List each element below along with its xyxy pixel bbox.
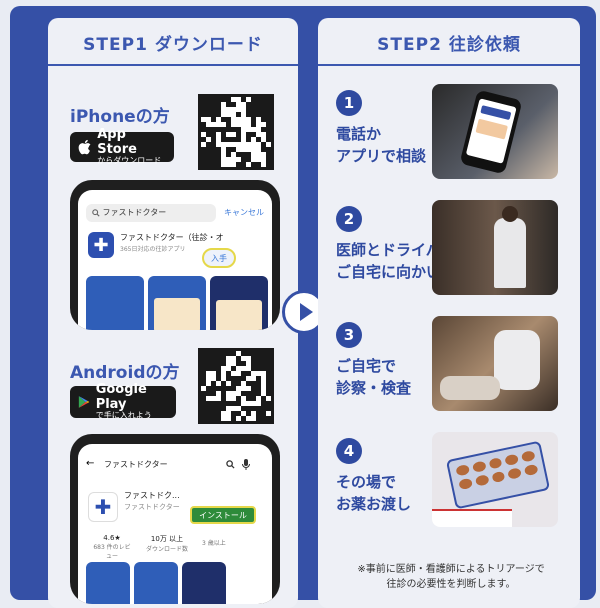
step-item-3: 3 ご自宅で 診察・検査	[336, 322, 411, 400]
medicine-photo	[432, 432, 558, 527]
fastdoctor-app-icon: ✚	[88, 232, 114, 258]
step-item-4: 4 その場で お薬お渡し	[336, 438, 411, 516]
search-icon[interactable]	[226, 460, 235, 469]
iphone-qr-code	[198, 94, 274, 170]
step-text-1: 電話か アプリで相談	[336, 125, 427, 165]
rating-stat: 4.6★683 件のレビュー	[93, 534, 131, 560]
android-screen: ← ファストドクター ✚ ファストドク... ファストドクター インストール 4…	[78, 444, 272, 604]
phone-consultation-photo	[432, 84, 558, 179]
apple-icon	[78, 139, 91, 155]
get-button[interactable]: 入手	[202, 248, 236, 268]
app-store-sub-label: からダウンロード	[97, 155, 162, 165]
android-screenshot-3	[182, 562, 226, 604]
app-screenshot-2	[148, 276, 206, 330]
search-icon	[92, 208, 100, 217]
step-number-3: 3	[336, 322, 362, 348]
play-arrow-icon	[299, 303, 313, 321]
app-store-main-label: App Store	[97, 127, 137, 157]
app-store-badge[interactable]: App Store からダウンロード	[70, 128, 174, 165]
step2-title-divider	[318, 64, 580, 66]
home-examination-photo	[432, 316, 558, 411]
age-rating: 3 歳以上	[202, 540, 226, 547]
step1-panel: STEP1 ダウンロード iPhoneの方 App Store からダウンロード…	[48, 18, 298, 608]
android-screenshot-2	[134, 562, 178, 604]
google-play-icon	[78, 396, 90, 408]
google-play-main-label: Google Play	[95, 382, 147, 412]
android-search-text: ファストドクター	[104, 460, 168, 469]
step-number-2: 2	[336, 206, 362, 232]
google-play-sub-label: で手に入れよう	[95, 410, 152, 420]
step-number-4: 4	[336, 438, 362, 464]
app-name: ファストドクター（往診・オ	[120, 233, 224, 242]
app-subtitle: 365日対応の往診アプリ	[120, 246, 186, 253]
cancel-button[interactable]: キャンセル	[224, 208, 264, 217]
step2-panel: STEP2 往診依頼 1 電話か アプリで相談 2 医師とドライバーが ご自宅に…	[318, 18, 580, 608]
step-text-4: その場で お薬お渡し	[336, 473, 412, 513]
step-number-1: 1	[336, 90, 362, 116]
mic-icon[interactable]	[242, 459, 250, 470]
downloads-stat: 10万 以上ダウンロード数	[145, 535, 188, 553]
google-play-badge[interactable]: Google Play で手に入れよう	[70, 382, 176, 420]
back-arrow-icon[interactable]: ←	[86, 458, 95, 469]
step-text-3: ご自宅で 診察・検査	[336, 357, 412, 397]
android-app-subtitle: ファストドクター	[124, 503, 180, 511]
step-item-1: 1 電話か アプリで相談	[336, 90, 426, 168]
search-input[interactable]: ファストドクター	[86, 204, 216, 222]
search-text: ファストドクター	[102, 208, 167, 217]
iphone-label: iPhoneの方	[70, 107, 170, 127]
android-label: Androidの方	[70, 363, 180, 383]
install-button[interactable]: インストール	[190, 506, 256, 524]
android-screenshot-1	[86, 562, 130, 604]
app-screenshot-1	[86, 276, 144, 330]
fastdoctor-app-icon: ✚	[88, 492, 118, 522]
app-screenshot-3	[210, 276, 268, 330]
iphone-screen: ファストドクター キャンセル ✚ ファストドクター（往診・オ 365日対応の往診…	[78, 190, 272, 330]
step1-title: STEP1 ダウンロード	[83, 35, 263, 55]
android-mockup: ← ファストドクター ✚ ファストドク... ファストドクター インストール 4…	[70, 434, 280, 604]
iphone-mockup: ファストドクター キャンセル ✚ ファストドクター（往診・オ 365日対応の往診…	[70, 180, 280, 330]
step2-title: STEP2 往診依頼	[377, 35, 521, 55]
android-app-name: ファストドク...	[124, 491, 180, 500]
step1-title-divider	[48, 64, 298, 66]
triage-note: ※事前に医師・看護師によるトリアージで 往診の必要性を判断します。	[357, 564, 545, 590]
android-qr-code	[198, 348, 274, 424]
doctor-driver-photo	[432, 200, 558, 295]
